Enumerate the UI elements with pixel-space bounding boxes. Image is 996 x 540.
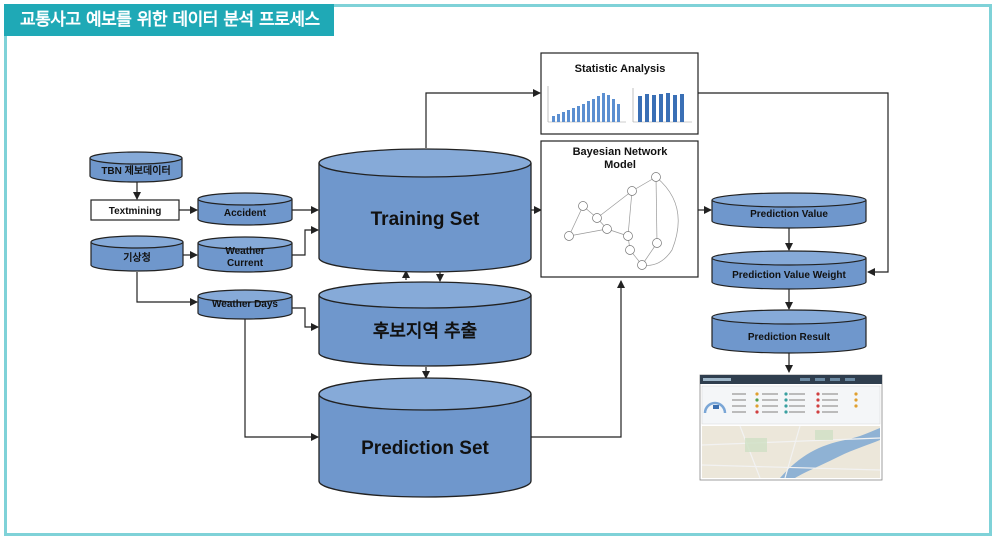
dashboard-status-dots <box>755 392 858 414</box>
cylinder-prediction-value-weight: Prediction Value Weight <box>711 250 867 290</box>
dashboard-map <box>701 425 881 479</box>
bayesian-title-1: Bayesian Network <box>573 146 669 158</box>
candidate-label: 후보지역 추출 <box>373 321 477 341</box>
statistic-analysis-title: Statistic Analysis <box>575 63 666 75</box>
bayesian-edges <box>568 176 679 266</box>
statistic-analysis-box: Statistic Analysis <box>540 52 699 135</box>
statistic-chart-thumbnail-left <box>547 86 626 123</box>
prediction-value-weight-label: Prediction Value Weight <box>732 270 846 281</box>
bayesian-network-box: Bayesian Network Model <box>540 140 699 278</box>
cylinder-accident: Accident <box>197 192 293 226</box>
kma-label: 기상청 <box>123 251 151 264</box>
tbn-label: TBN 제보데이터 <box>101 164 170 177</box>
prediction-result-label: Prediction Result <box>748 332 831 343</box>
dashboard-list-lines <box>732 393 838 413</box>
statistic-chart-thumbnail-right <box>632 88 692 123</box>
bayesian-nodes <box>564 172 662 270</box>
page-title: 교통사고 예보를 위한 데이터 분석 프로세스 <box>4 4 334 36</box>
weather-current-label-1: Weather <box>225 246 264 257</box>
cylinder-training-set: Training Set <box>318 148 532 273</box>
textmining-label: Textmining <box>109 206 162 217</box>
cylinder-weather-current: Weather Current <box>197 236 293 273</box>
weather-current-label-2: Current <box>227 258 264 269</box>
cylinder-prediction-value: Prediction Value <box>711 192 867 229</box>
cylinder-tbn: TBN 제보데이터 <box>89 151 183 183</box>
dashboard-screenshot-thumbnail <box>699 374 883 481</box>
connectors <box>133 89 889 441</box>
prediction-set-label: Prediction Set <box>361 438 489 459</box>
training-set-label: Training Set <box>371 209 480 230</box>
textmining-box: Textmining <box>90 199 180 221</box>
bayesian-title-2: Model <box>604 159 636 171</box>
weather-days-label: Weather Days <box>212 299 278 310</box>
cylinder-prediction-set: Prediction Set <box>318 377 532 498</box>
cylinder-candidate-region: 후보지역 추출 <box>318 281 532 367</box>
accident-label: Accident <box>224 208 267 219</box>
cylinder-kma: 기상청 <box>90 235 184 272</box>
cylinder-weather-days: Weather Days <box>197 289 293 320</box>
cylinder-prediction-result: Prediction Result <box>711 309 867 354</box>
prediction-value-label: Prediction Value <box>750 209 828 220</box>
